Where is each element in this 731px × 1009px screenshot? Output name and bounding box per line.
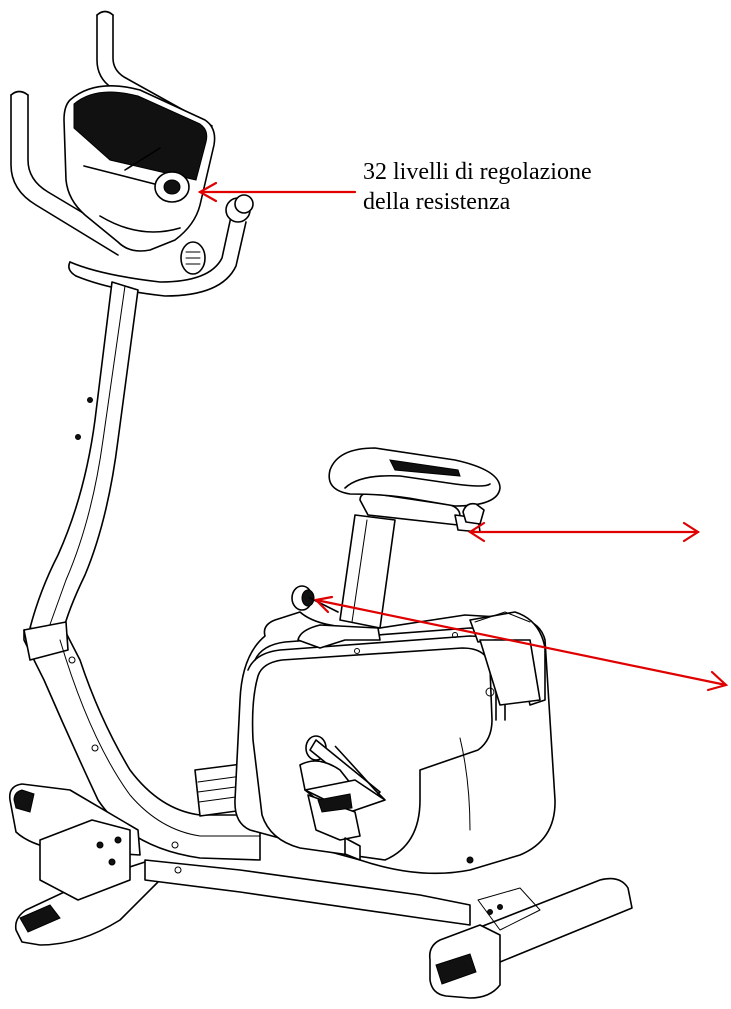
lower-frame <box>23 621 261 861</box>
arrow-seat-horizontal <box>467 521 701 543</box>
base-rail <box>144 859 471 926</box>
flywheel-housing <box>234 611 556 875</box>
rear-foot <box>428 877 633 999</box>
upright-column <box>29 281 139 636</box>
seat-height-knob <box>291 585 339 613</box>
console <box>63 84 254 275</box>
arrow-resistance <box>197 181 357 203</box>
front-foot <box>8 783 161 946</box>
crank-pedal <box>299 735 386 861</box>
annotation-arrows <box>197 181 729 692</box>
resistance-label-line-2: della resistenza <box>363 189 511 215</box>
seat-assembly <box>297 447 501 649</box>
resistance-label-line-1: 32 livelli di regolazione <box>363 159 592 185</box>
arrow-seat-height <box>313 595 729 692</box>
